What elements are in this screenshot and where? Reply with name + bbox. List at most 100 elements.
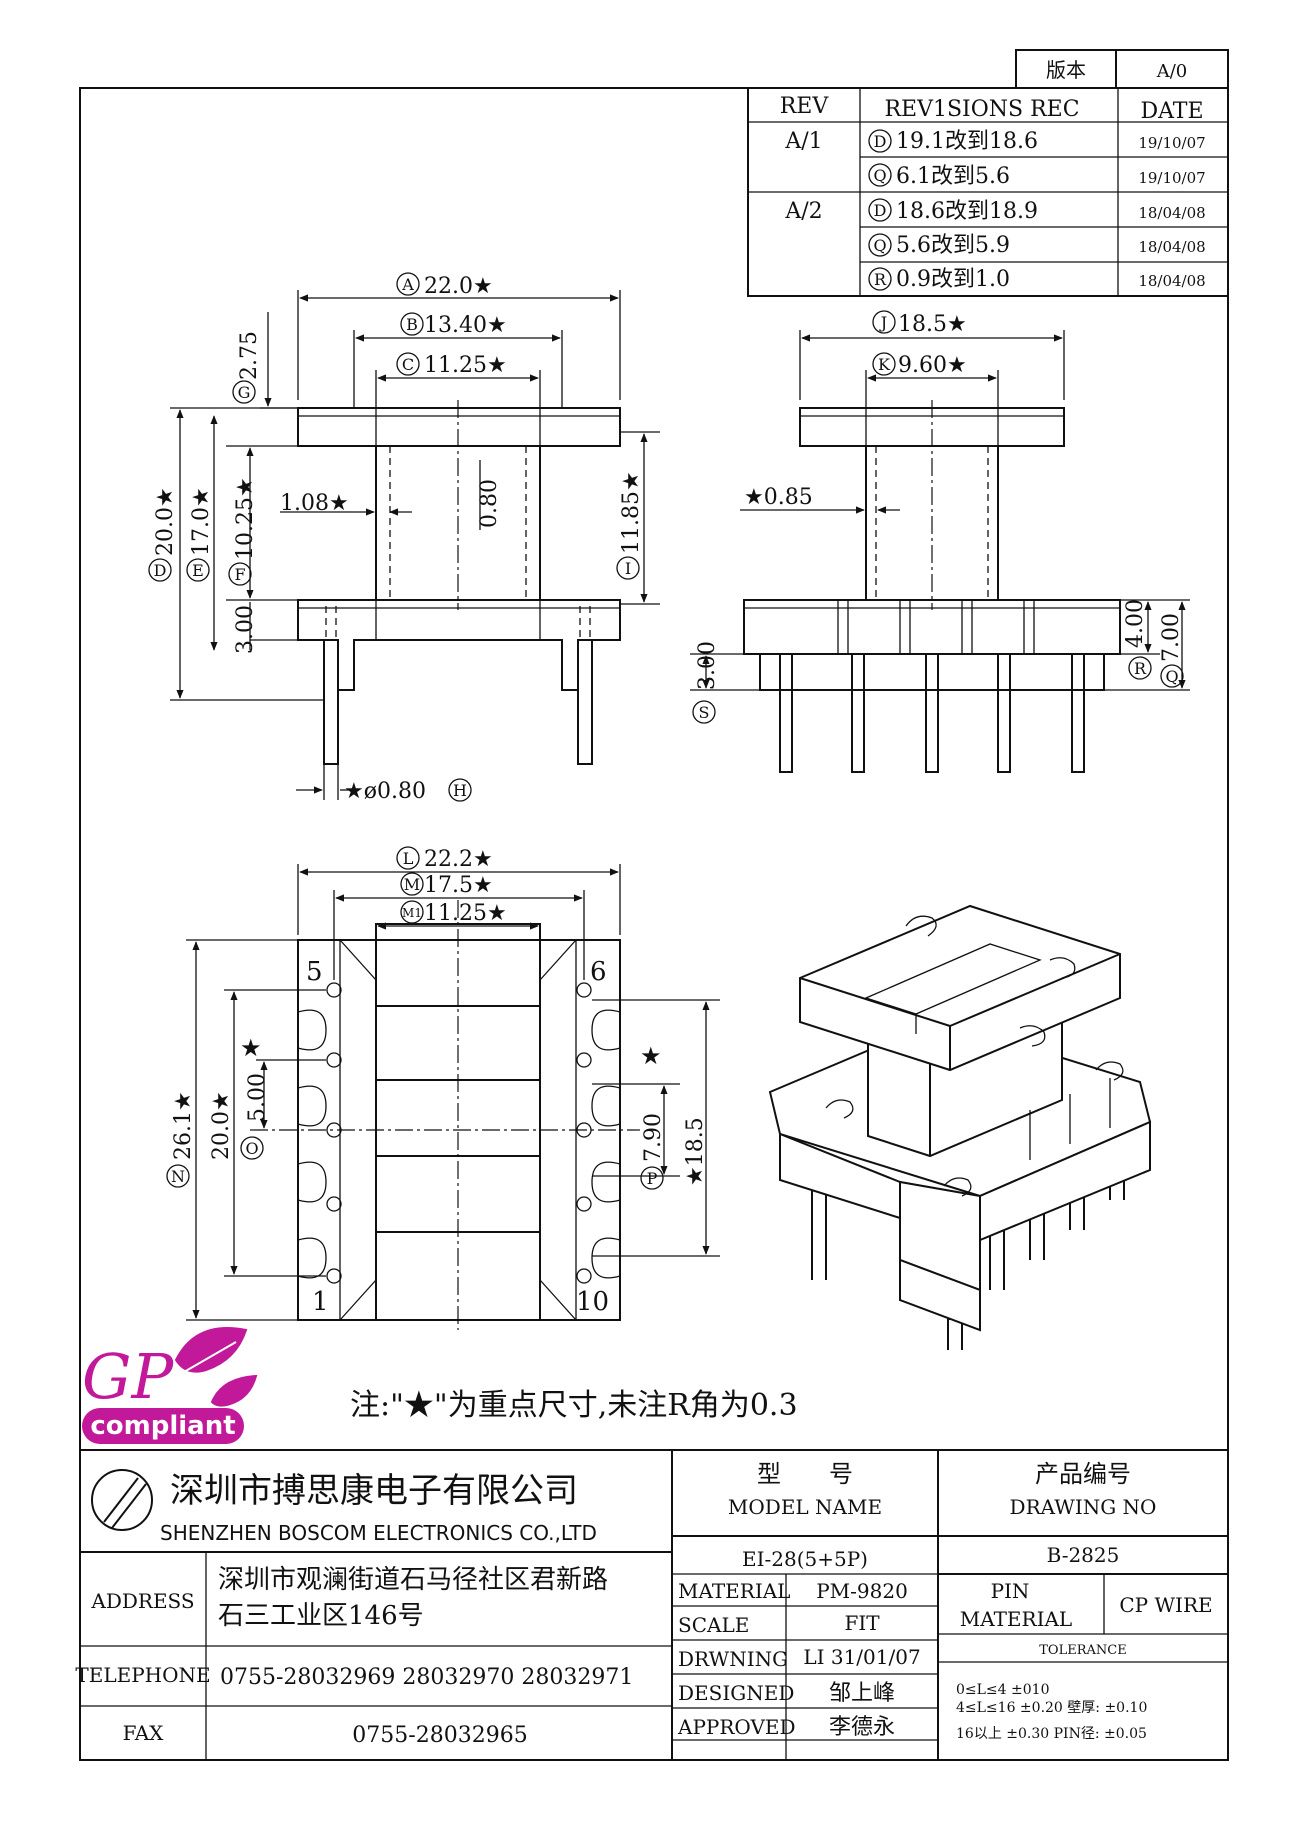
dim-o: 5.00 (245, 1073, 270, 1122)
rev-row-4: Q 5.6改到5.9 18/04/08 (868, 233, 1206, 258)
pin-1: 1 (312, 1287, 329, 1317)
address-line2: 石三工业区146号 (218, 1601, 424, 1631)
address-label: ADDRESS (90, 1589, 194, 1613)
revision-table: REV REV1SIONS REC DATE A/1 A/2 D 19.1改到1… (747, 87, 1229, 297)
svg-text:S: S (699, 703, 710, 722)
dim-span185: ★18.5 (683, 1117, 708, 1186)
drawn-label: DRWNING (678, 1647, 788, 1671)
dim-p: 7.90 (641, 1113, 666, 1162)
svg-text:C: C (402, 355, 414, 374)
company-name-cn: 深圳市搏思康电子有限公司 (170, 1471, 578, 1511)
dim-a: 22.0★ (424, 274, 493, 299)
approved-by: 李德永 (829, 1715, 895, 1740)
svg-text:R: R (1134, 659, 1147, 678)
drawing-no-value: B-2825 (1047, 1543, 1120, 1567)
model-en: MODEL NAME (728, 1495, 882, 1519)
pin-label: PIN (991, 1579, 1030, 1603)
dim-g: 2.75 (237, 331, 262, 380)
svg-text:E: E (192, 561, 204, 580)
svg-text:5.6改到5.9: 5.6改到5.9 (896, 233, 1010, 258)
svg-text:Q: Q (873, 236, 886, 255)
tolerance-line-1: 0≤L≤4 ±010 (956, 1682, 1049, 1698)
pin-material-label: MATERIAL (960, 1607, 1072, 1631)
dim-pin-gap: 1.08★ (280, 491, 349, 516)
dim-d: 20.0★ (153, 487, 178, 556)
page-frame (79, 87, 1229, 1761)
version-label: 版本 (1046, 58, 1086, 82)
svg-text:18.6改到18.9: 18.6改到18.9 (896, 199, 1038, 224)
svg-text:O: O (245, 1139, 258, 1158)
rev-row-3-rev: A/2 (784, 199, 822, 224)
dim-m: 17.5★ (424, 873, 493, 898)
svg-text:J: J (879, 313, 887, 332)
pin-10: 10 (576, 1287, 609, 1317)
rev-row-1-rev: A/1 (784, 129, 822, 154)
dim-r: 4.00 (1123, 599, 1148, 648)
dim-i: 11.85★ (619, 471, 644, 554)
dim-wall: 0.80 (477, 479, 502, 528)
tolerance-line-2: 4≤L≤16 ±0.20 壁厚: ±0.10 (956, 1700, 1147, 1716)
svg-text:H: H (453, 781, 467, 800)
dim-side-wall: ★0.85 (744, 485, 813, 510)
svg-text:18/04/08: 18/04/08 (1138, 204, 1205, 222)
dim-s: 3.00 (695, 641, 720, 690)
company-logo (91, 1469, 153, 1531)
drawn-by: LI 31/01/07 (803, 1645, 920, 1669)
bottom-view: 5 6 1 10 L 22.2★ M 17.5★ M1 11.25★ N 26.… (166, 846, 720, 1330)
dim-n: 26.1★ (171, 1091, 196, 1160)
svg-text:L: L (403, 849, 414, 868)
svg-text:A: A (401, 275, 414, 294)
material-value: PM-9820 (816, 1579, 908, 1603)
drawing-no-cn: 产品编号 (1035, 1460, 1131, 1488)
svg-text:K: K (878, 355, 891, 374)
tolerance-line-3: 16以上 ±0.30 PIN径: ±0.05 (956, 1726, 1147, 1742)
fax: 0755-28032965 (352, 1723, 527, 1748)
svg-text:P: P (647, 1169, 658, 1188)
svg-text:I: I (625, 559, 631, 578)
svg-text:0.9改到1.0: 0.9改到1.0 (896, 267, 1010, 292)
pin-material: CP WIRE (1119, 1593, 1212, 1617)
svg-text:M: M (404, 875, 420, 894)
svg-text:G: G (238, 383, 251, 402)
dim-b: 13.40★ (424, 313, 507, 338)
dim-p-star: ★ (640, 1042, 662, 1070)
model-cn: 型 号 (757, 1460, 853, 1488)
telephone: 0755-28032969 28032970 28032971 (220, 1665, 633, 1690)
company-name-en: SHENZHEN BOSCOM ELECTRONICS CO.,LTD (160, 1521, 597, 1545)
svg-text:6.1改到5.6: 6.1改到5.6 (896, 164, 1010, 189)
pin-5: 5 (306, 957, 323, 987)
rev-row-3: D 18.6改到18.9 18/04/08 (868, 198, 1206, 224)
scale-label: SCALE (678, 1613, 749, 1637)
title-block: 深圳市搏思康电子有限公司 SHENZHEN BOSCOM ELECTRONICS… (75, 1449, 1228, 1760)
dim-l: 22.2★ (424, 847, 493, 872)
approved-label: APPROVED (677, 1715, 796, 1739)
drawing-note: 注:"★"为重点尺寸,未注R角为0.3 (350, 1388, 798, 1423)
version-value: A/0 (1156, 61, 1188, 82)
svg-text:D: D (874, 132, 887, 151)
rev-row-2: Q 6.1改到5.6 19/10/07 (868, 163, 1206, 189)
dim-k: 9.60★ (898, 353, 967, 378)
address-line1: 深圳市观澜街道石马径社区君新路 (218, 1565, 608, 1595)
side-view: J 18.5★ K 9.60★ ★0.85 4.00 R 7.00 Q 3.00… (690, 310, 1190, 773)
gp-word: compliant (90, 1411, 235, 1441)
gp-compliant-logo: GP compliant (82, 1327, 258, 1444)
rev-header: REV (780, 94, 830, 119)
svg-text:18/04/08: 18/04/08 (1138, 272, 1205, 290)
drawing-no-en: DRAWING NO (1010, 1495, 1157, 1519)
front-view: A 22.0★ B 13.40★ C 11.25★ 2.75 G D 20.0★… (148, 272, 660, 804)
svg-text:M1: M1 (402, 906, 422, 920)
dim-c: 11.25★ (424, 353, 507, 378)
svg-text:F: F (234, 565, 245, 584)
svg-text:19.1改到18.6: 19.1改到18.6 (896, 129, 1038, 154)
dim-q: 7.00 (1159, 613, 1184, 662)
telephone-label: TELEPHONE (75, 1663, 210, 1687)
svg-text:18/04/08: 18/04/08 (1138, 238, 1205, 256)
svg-text:D: D (154, 561, 167, 580)
pin-6: 6 (590, 957, 607, 987)
date-header: DATE (1140, 99, 1203, 124)
svg-text:B: B (406, 315, 418, 334)
svg-text:Q: Q (873, 166, 886, 185)
svg-text:19/10/07: 19/10/07 (1138, 134, 1205, 152)
svg-text:N: N (171, 1167, 185, 1186)
